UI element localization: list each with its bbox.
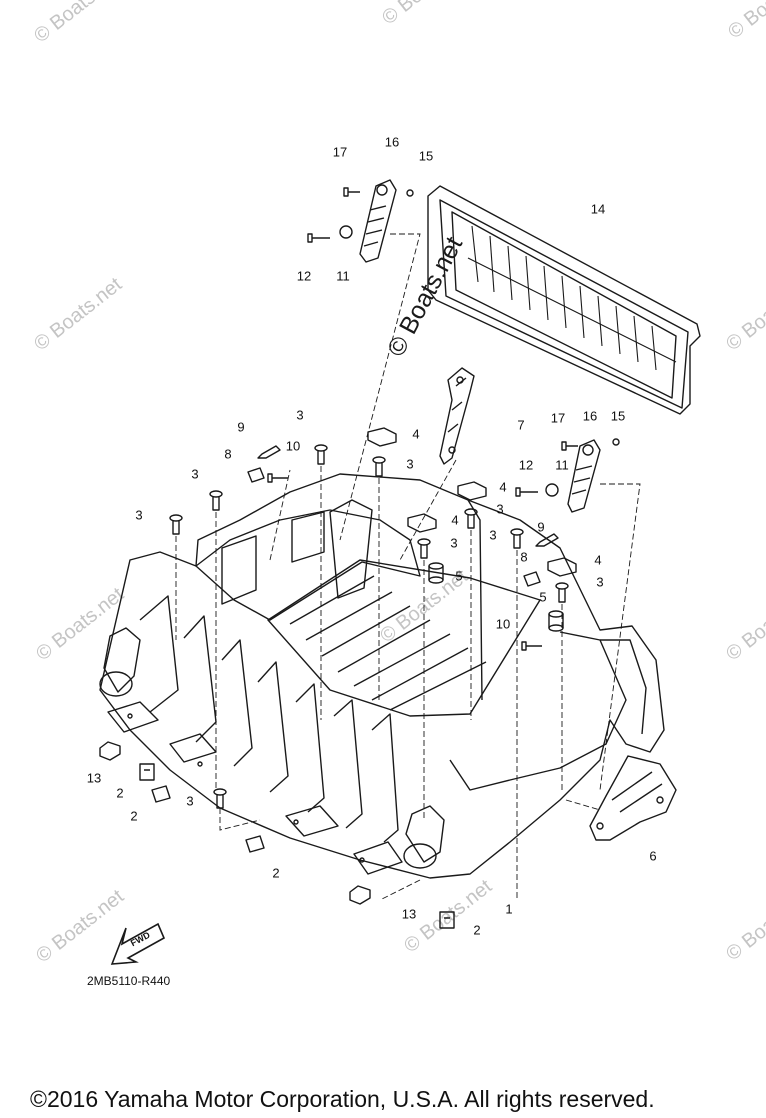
side-bracket <box>589 755 677 841</box>
bolt <box>555 582 569 603</box>
callout-6: 6 <box>649 848 657 864</box>
cap <box>457 481 487 501</box>
callout-4: 4 <box>499 479 507 495</box>
grommet <box>247 467 265 483</box>
cap <box>367 427 397 447</box>
push-fastener <box>99 741 121 761</box>
grommet <box>523 571 541 587</box>
callout-9: 9 <box>237 419 245 435</box>
right-latch-assembly <box>515 438 620 513</box>
clip <box>139 763 155 781</box>
cap <box>407 513 437 533</box>
callout-17: 17 <box>550 410 566 426</box>
callout-7: 7 <box>517 417 525 433</box>
fwd-arrow-icon <box>110 922 166 965</box>
callout-11: 11 <box>555 457 569 473</box>
callout-2: 2 <box>130 808 138 824</box>
callout-4: 4 <box>451 512 459 528</box>
bolt <box>510 528 524 549</box>
callout-3: 3 <box>186 793 194 809</box>
callout-3: 3 <box>191 466 199 482</box>
callout-3: 3 <box>450 535 458 551</box>
cargo-bed <box>99 473 665 879</box>
bolt <box>372 456 386 477</box>
callout-8: 8 <box>520 549 528 565</box>
bolt <box>314 444 328 465</box>
callout-10: 10 <box>285 438 301 454</box>
callout-3: 3 <box>596 574 604 590</box>
callout-3: 3 <box>489 527 497 543</box>
bolt <box>209 490 223 511</box>
clip <box>245 835 265 853</box>
callout-12: 12 <box>518 457 534 473</box>
screw <box>521 641 542 651</box>
callout-13: 13 <box>401 906 417 922</box>
callout-3: 3 <box>296 407 304 423</box>
screw <box>257 445 281 459</box>
callout-2: 2 <box>473 922 481 938</box>
copyright-notice: ©2016 Yamaha Motor Corporation, U.S.A. A… <box>30 1086 655 1112</box>
callout-16: 16 <box>582 408 598 424</box>
callout-5: 5 <box>539 589 547 605</box>
callout-9: 9 <box>537 519 545 535</box>
callout-12: 12 <box>296 268 312 284</box>
callout-13: 13 <box>86 770 102 786</box>
tailgate-panel <box>427 185 701 415</box>
assembly-guide-lines <box>175 233 641 901</box>
callout-4: 4 <box>594 552 602 568</box>
callout-11: 11 <box>336 268 350 284</box>
screw <box>535 533 559 547</box>
callout-1: 1 <box>505 901 513 917</box>
callout-14: 14 <box>590 201 606 217</box>
bolt <box>417 538 431 559</box>
callout-2: 2 <box>116 785 124 801</box>
callout-3: 3 <box>135 507 143 523</box>
callout-3: 3 <box>496 501 504 517</box>
clip <box>439 911 455 929</box>
diagram-code: 2MB5110-R440 <box>87 974 171 988</box>
left-latch-assembly <box>307 179 414 263</box>
callout-2: 2 <box>272 865 280 881</box>
callout-16: 16 <box>384 134 400 150</box>
clip <box>151 785 171 803</box>
callout-15: 15 <box>418 148 434 164</box>
tailgate-bracket <box>439 367 475 465</box>
bolt <box>464 508 478 529</box>
grommet <box>548 610 564 632</box>
callout-15: 15 <box>610 408 626 424</box>
callout-8: 8 <box>224 446 232 462</box>
push-fastener <box>349 885 371 905</box>
callout-4: 4 <box>412 426 420 442</box>
cap <box>547 557 577 577</box>
callout-5: 5 <box>455 568 463 584</box>
screw <box>267 473 288 483</box>
callout-3: 3 <box>406 456 414 472</box>
bolt <box>169 514 183 535</box>
callout-17: 17 <box>332 144 348 160</box>
callout-10: 10 <box>495 616 511 632</box>
